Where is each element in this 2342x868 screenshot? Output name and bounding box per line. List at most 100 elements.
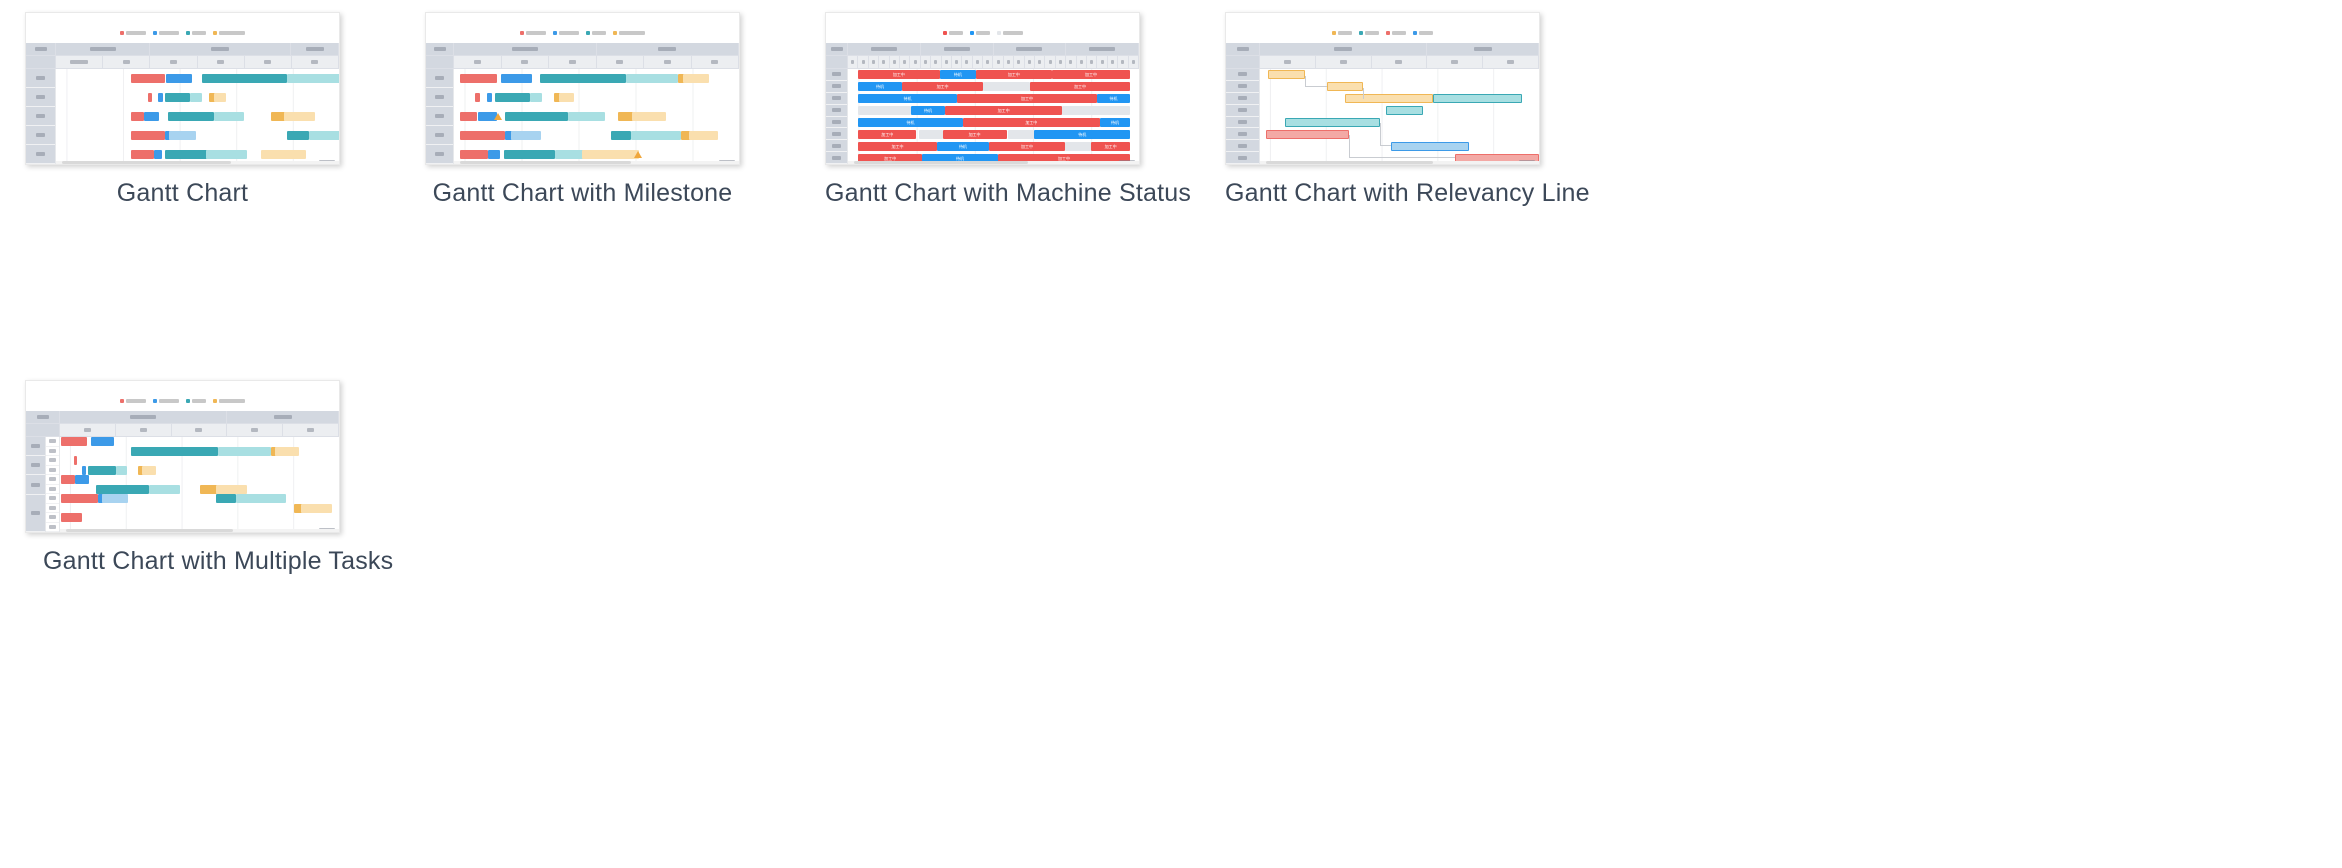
gantt-bar[interactable] <box>1265 129 1350 139</box>
gantt-bar[interactable]: 加工中 <box>858 153 923 163</box>
gantt-bar[interactable] <box>169 131 197 140</box>
gantt-bar[interactable] <box>270 446 277 456</box>
gantt-bar[interactable] <box>1285 117 1380 127</box>
gantt-bar[interactable] <box>1268 70 1305 80</box>
gantt-bar[interactable] <box>459 74 497 83</box>
milestone-marker[interactable] <box>633 150 642 158</box>
chart-thumbnail-gantt-chart-with-multiple-tasks[interactable] <box>25 380 340 533</box>
gantt-bar[interactable]: 加工中 <box>976 70 1052 80</box>
chart-thumbnail-gantt-chart-with-machine-status[interactable]: 加工中待机加工中加工中待机加工中加工中待机加工中待机待机加工中待机加工中待机加工… <box>825 12 1140 165</box>
gantt-bar[interactable] <box>919 129 943 139</box>
gantt-bar[interactable] <box>294 503 305 513</box>
legend-item-1[interactable] <box>153 399 179 403</box>
gantt-bar[interactable] <box>153 150 163 159</box>
gantt-bar[interactable] <box>61 475 76 485</box>
legend-item-2[interactable] <box>996 31 1023 35</box>
gantt-bar[interactable] <box>339 74 340 83</box>
gantt-bar[interactable] <box>149 484 180 494</box>
legend-item-0[interactable] <box>120 31 146 35</box>
gantt-bar[interactable] <box>101 494 129 504</box>
gantt-bar[interactable] <box>143 112 160 121</box>
chart-thumbnail-gantt-chart[interactable] <box>25 12 340 165</box>
gantt-bar[interactable] <box>459 131 506 140</box>
horizontal-scrollbar-thumb[interactable] <box>1265 161 1433 164</box>
gantt-bar[interactable] <box>1064 141 1091 151</box>
gantt-bar[interactable]: 加工中 <box>901 82 984 92</box>
gantt-bar[interactable] <box>286 74 339 83</box>
gantt-bar[interactable] <box>199 484 218 494</box>
legend-item-2[interactable] <box>186 31 206 35</box>
gantt-bar[interactable]: 待机 <box>858 82 902 92</box>
legend-item-3[interactable] <box>213 399 245 403</box>
gantt-bar[interactable] <box>475 93 480 102</box>
horizontal-scrollbar-thumb[interactable] <box>459 161 631 164</box>
gantt-bar[interactable] <box>680 131 692 140</box>
gantt-bar[interactable] <box>164 131 171 140</box>
gantt-bar[interactable] <box>495 93 530 102</box>
gantt-bar[interactable] <box>539 74 627 83</box>
gantt-bar[interactable] <box>97 494 104 504</box>
horizontal-scrollbar[interactable] <box>454 161 739 164</box>
gantt-bar[interactable]: 加工中 <box>962 117 1100 127</box>
gantt-bar[interactable]: 待机 <box>922 153 998 163</box>
gantt-bar[interactable] <box>286 131 310 140</box>
gantt-bar[interactable] <box>61 494 98 504</box>
gantt-bar[interactable] <box>130 131 165 140</box>
gantt-bar[interactable]: 加工中 <box>945 106 1062 116</box>
gantt-bar[interactable] <box>167 112 215 121</box>
horizontal-scrollbar-thumb[interactable] <box>65 529 233 532</box>
gantt-bar[interactable] <box>677 74 685 83</box>
gantt-bar[interactable]: 待机 <box>858 94 958 104</box>
gantt-bar[interactable] <box>271 112 286 121</box>
gantt-bar[interactable] <box>505 131 513 140</box>
gantt-bar[interactable] <box>90 437 115 447</box>
gantt-bar[interactable] <box>164 150 208 159</box>
gantt-bar[interactable] <box>617 112 634 121</box>
gantt-bar[interactable] <box>214 112 245 121</box>
legend-item-0[interactable] <box>1332 31 1352 35</box>
gantt-bar[interactable] <box>61 437 87 447</box>
gantt-bar[interactable] <box>488 150 500 159</box>
gantt-bar[interactable] <box>529 93 543 102</box>
gantt-bar[interactable] <box>75 475 90 485</box>
legend-item-2[interactable] <box>186 399 206 403</box>
gantt-bar[interactable] <box>166 74 192 83</box>
gantt-bar[interactable] <box>1008 129 1035 139</box>
legend-item-1[interactable] <box>153 31 179 35</box>
gantt-bar[interactable] <box>1391 141 1470 151</box>
gantt-bar[interactable] <box>553 93 561 102</box>
gantt-bar[interactable] <box>130 74 165 83</box>
horizontal-scrollbar-thumb[interactable] <box>853 161 1029 164</box>
horizontal-scrollbar[interactable] <box>60 529 339 532</box>
gantt-bar[interactable] <box>190 93 202 102</box>
gantt-bar[interactable]: 加工中 <box>997 153 1131 163</box>
gantt-bar[interactable] <box>130 112 144 121</box>
legend-item-1[interactable] <box>553 31 579 35</box>
gantt-bar[interactable] <box>142 465 157 475</box>
horizontal-scrollbar[interactable] <box>848 161 1139 164</box>
gantt-bar[interactable] <box>157 93 163 102</box>
gantt-bar[interactable] <box>559 93 574 102</box>
gantt-bar[interactable] <box>87 465 116 475</box>
gantt-bar[interactable]: 待机 <box>1034 129 1131 139</box>
gantt-bar[interactable] <box>683 74 710 83</box>
gantt-bar[interactable]: 待机 <box>1099 117 1131 127</box>
gantt-bar[interactable] <box>301 503 333 513</box>
legend-item-2[interactable] <box>1386 31 1406 35</box>
gantt-bar[interactable]: 加工中 <box>957 94 1097 104</box>
gantt-bar[interactable] <box>205 150 248 159</box>
chart-thumbnail-gantt-chart-with-relevancy-line[interactable] <box>1225 12 1540 165</box>
horizontal-scrollbar[interactable] <box>1260 161 1539 164</box>
gantt-bar[interactable] <box>115 465 127 475</box>
chart-plot-area[interactable] <box>56 69 339 164</box>
gantt-bar[interactable]: 加工中 <box>1029 82 1131 92</box>
gantt-bar[interactable] <box>217 446 271 456</box>
gantt-bar[interactable] <box>983 82 1030 92</box>
chart-plot-area[interactable]: 加工中待机加工中加工中待机加工中加工中待机加工中待机待机加工中待机加工中待机加工… <box>848 69 1139 164</box>
gantt-bar[interactable] <box>630 131 681 140</box>
legend-item-0[interactable] <box>942 31 963 35</box>
gantt-bar[interactable] <box>568 112 606 121</box>
gantt-bar[interactable] <box>459 150 489 159</box>
gantt-bar[interactable] <box>1345 94 1433 104</box>
milestone-marker[interactable] <box>493 112 502 120</box>
